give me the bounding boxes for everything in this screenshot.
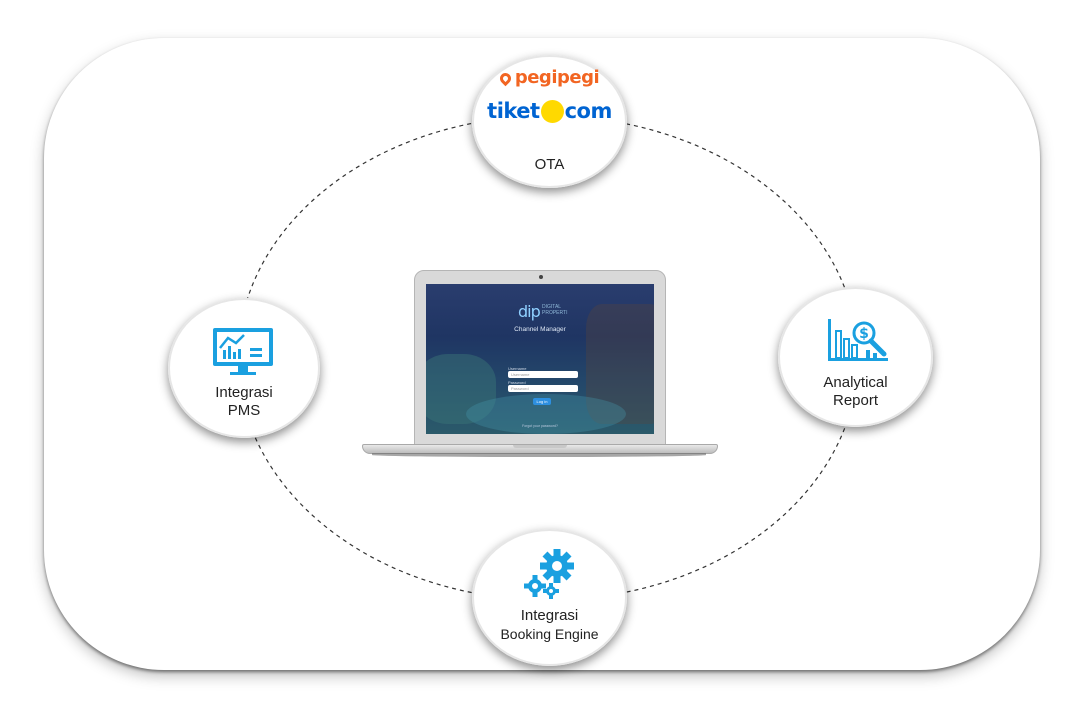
channel-manager-login-screen: dip DIGITAL PROPERTI Channel Manager Use… xyxy=(426,284,654,434)
svg-text:$: $ xyxy=(859,326,869,342)
booking-label-line2: Booking Engine xyxy=(500,626,599,642)
laptop-screen-frame: dip DIGITAL PROPERTI Channel Manager Use… xyxy=(414,270,666,448)
login-button[interactable]: Log in xyxy=(533,398,551,405)
gears-icon xyxy=(524,549,574,599)
pms-dashboard-icon xyxy=(213,328,273,375)
channel-manager-title: Channel Manager xyxy=(514,326,566,333)
pms-label-line2: PMS xyxy=(227,402,261,419)
pegipegi-logo: pegipegi xyxy=(472,67,627,88)
dip-logo: dip xyxy=(518,302,541,321)
webcam-icon xyxy=(539,275,543,279)
password-field[interactable]: Password xyxy=(508,385,578,392)
tiket-dot-icon xyxy=(540,100,564,123)
ota-label: OTA xyxy=(534,156,565,173)
dip-logo-subtitle: DIGITAL PROPERTI xyxy=(542,304,568,316)
booking-label-line1: Integrasi xyxy=(520,607,579,624)
analytics-label-line2: Report xyxy=(832,392,879,409)
location-pin-icon xyxy=(497,70,514,87)
forgot-password-link[interactable]: Forgot your password? xyxy=(522,424,558,428)
analytics-chart-icon: $ xyxy=(828,319,888,361)
analytics-node: $ Analytical Report xyxy=(778,287,933,427)
pms-label-line1: Integrasi xyxy=(215,384,273,401)
password-label: Password xyxy=(508,380,526,385)
username-field[interactable]: Username xyxy=(508,371,578,378)
booking-node: Integrasi Booking Engine xyxy=(472,529,627,666)
pms-node: Integrasi PMS xyxy=(168,298,320,438)
username-label: Username xyxy=(508,366,527,371)
analytics-label-line1: Analytical xyxy=(823,374,888,391)
